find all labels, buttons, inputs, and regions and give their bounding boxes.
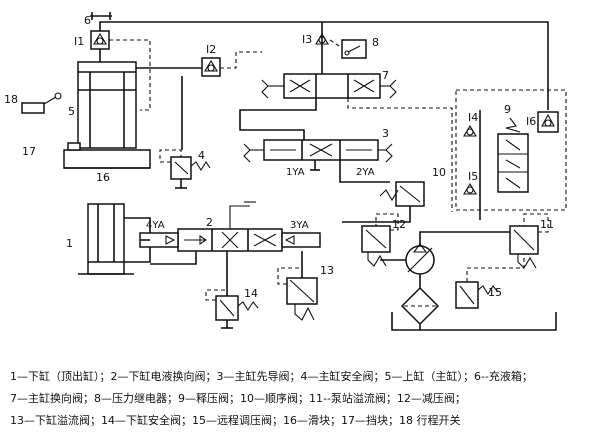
travel-switch	[21, 92, 62, 114]
component-legend: 1—下缸（顶出缸）；2—下缸电液换向阀；3—主缸先导阀；4—主缸安全阀；5—上缸…	[0, 366, 600, 432]
label-18: 18	[4, 93, 18, 106]
label-3YA: 3YA	[290, 220, 309, 231]
stopper	[67, 142, 81, 151]
sequence-valve	[342, 181, 425, 223]
lower-cylinder	[78, 203, 134, 275]
check-valve-I2	[201, 57, 221, 77]
legend-line: 13—下缸溢流阀；14—下缸安全阀；15—远程调压阀；16—滑块；17—挡块；1…	[10, 414, 461, 427]
label-17: 17	[22, 145, 36, 158]
label-8: 8	[372, 36, 379, 49]
label-9: 9	[504, 103, 511, 116]
label-I5: I5	[468, 170, 478, 183]
check-valve-I6	[537, 111, 559, 133]
oil-filter	[400, 286, 440, 326]
lower-relief-valve	[277, 251, 318, 321]
label-1: 1	[66, 237, 73, 250]
label-I2: I2	[206, 43, 216, 56]
legend-line: 7—主缸换向阀；8—压力继电器；9—释压阀；10—顺序阀；11--泵站溢流阀；1…	[10, 392, 466, 405]
pressure-relay	[341, 39, 367, 59]
label-I6: I6	[526, 115, 536, 128]
oil-tank	[391, 312, 557, 331]
label-10: 10	[432, 166, 446, 179]
label-13: 13	[320, 264, 334, 277]
label-11: 11	[540, 218, 554, 231]
check-valve-I5	[463, 182, 477, 195]
pilot-valve	[243, 139, 393, 163]
main-safety-valve	[159, 149, 211, 189]
main-directional-valve	[261, 73, 397, 99]
label-3: 3	[382, 127, 389, 140]
label-15: 15	[488, 286, 502, 299]
label-I4: I4	[468, 111, 478, 124]
label-4: 4	[198, 149, 205, 162]
label-I3: I3	[302, 33, 312, 46]
check-valve-I1	[90, 30, 110, 50]
legend-line: 1—下缸（顶出缸）；2—下缸电液换向阀；3—主缸先导阀；4—主缸安全阀；5—上缸…	[10, 370, 533, 383]
label-5: 5	[68, 105, 75, 118]
label-6: 6	[84, 14, 91, 27]
check-valve-I4	[463, 124, 477, 137]
label-12: 12	[392, 218, 406, 231]
fill-tank	[90, 12, 112, 20]
pressure-reducing-valve	[361, 213, 399, 267]
hydraulic-circuit-diagram: 18 6 I1 5 17 16 4 I2 I3 8 7 3 1YA 2YA 10…	[4, 12, 567, 331]
label-2: 2	[206, 216, 213, 229]
remote-pressure-valve	[455, 254, 525, 309]
label-1YA: 1YA	[286, 167, 305, 178]
label-16: 16	[96, 171, 110, 184]
lower-directional-valve	[139, 201, 321, 252]
decompression-valve-group	[455, 89, 567, 220]
label-I1: I1	[74, 35, 84, 48]
label-7: 7	[382, 69, 389, 82]
label-2YA: 2YA	[356, 167, 375, 178]
label-4YA: 4YA	[146, 220, 165, 231]
label-14: 14	[244, 287, 258, 300]
